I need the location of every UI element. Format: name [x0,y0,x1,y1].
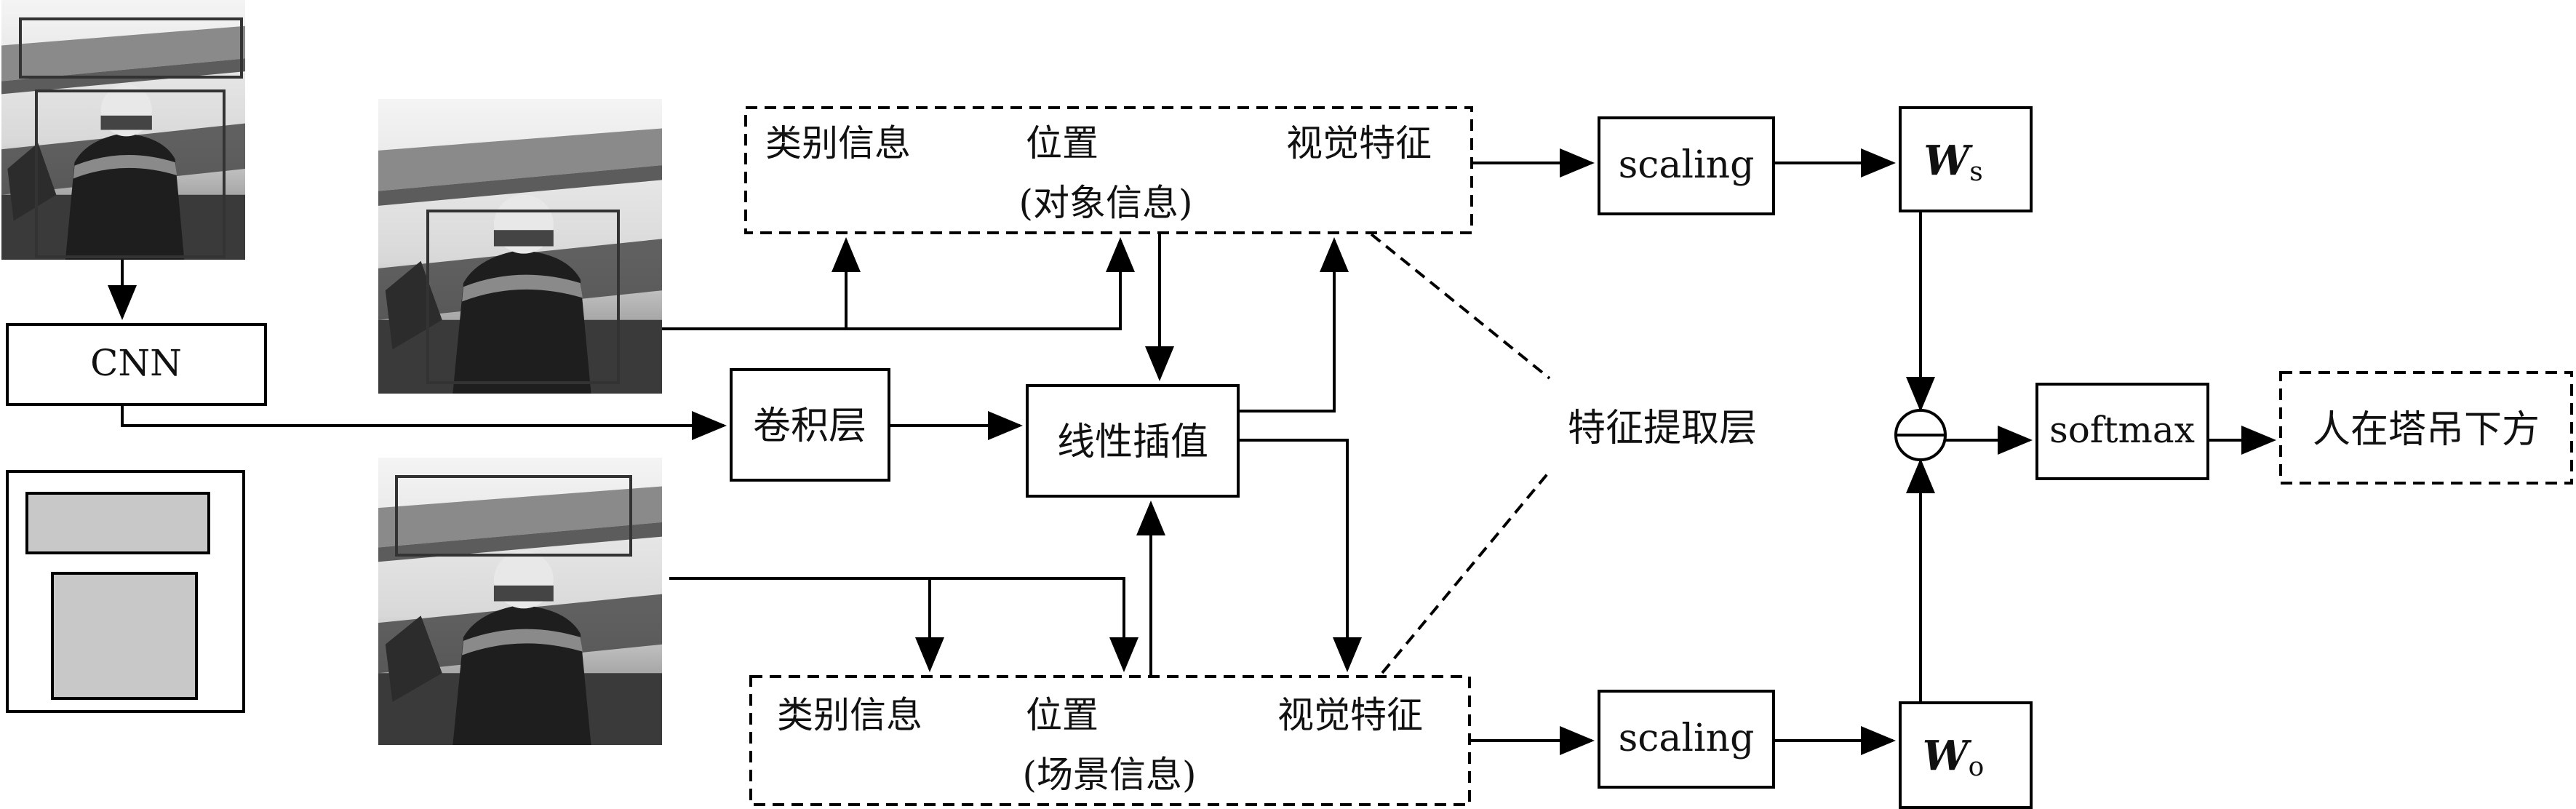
cnn-label: CNN [90,342,182,384]
softmax-block: softmax [2035,383,2209,480]
object-category-label: 类别信息 [765,122,911,164]
linear-interp-block: 线性插值 [1026,384,1240,498]
conv-layer-block: 卷积层 [730,368,890,482]
object-info-box: 类别信息 位置 视觉特征 (对象信息) [744,106,1473,234]
scaling-top-label: scaling [1619,143,1755,187]
wo-block: Wo [1899,701,2033,809]
wo-sub: o [1969,752,1985,782]
input-image [1,0,245,260]
ws-block: Ws [1899,106,2033,212]
object-detection-box [426,210,620,384]
ws-main: W [1923,137,1973,185]
scaling-bottom-label: scaling [1619,717,1755,760]
cnn-block: CNN [6,323,267,406]
subtract-operator-icon [1894,409,1947,461]
detection-box-crane [19,17,243,79]
scene-info-caption: (场景信息) [1022,754,1196,796]
wo-label: Wo [1923,732,1985,782]
wo-main: W [1923,732,1972,780]
scene-info-box: 类别信息 位置 视觉特征 (场景信息) [749,675,1471,806]
softmax-label: softmax [2049,409,2195,451]
feature-map-block [6,470,245,713]
object-position-label: 位置 [1026,122,1098,164]
scene-detection-box [395,475,632,557]
ws-sub: s [1969,157,1982,187]
result-label: 人在塔吊下方 [2313,408,2540,452]
feature-layer-label: 特征提取层 [1568,407,1757,450]
object-image [378,99,662,394]
result-box: 人在塔吊下方 [2279,371,2573,485]
scene-visual-label: 视觉特征 [1277,694,1423,736]
scene-category-label: 类别信息 [777,694,922,736]
linear-interp-label: 线性插值 [1057,421,1208,464]
scaling-bottom-block: scaling [1598,690,1775,789]
feature-map-region-person [51,572,198,700]
conv-layer-label: 卷积层 [753,404,866,448]
detection-box-person [35,89,226,258]
object-info-caption: (对象信息) [1018,182,1192,224]
feature-map-region-crane [25,492,210,554]
scene-position-label: 位置 [1026,694,1098,736]
scene-image [378,458,662,745]
ws-label: Ws [1923,137,1982,187]
scaling-top-block: scaling [1598,116,1775,215]
object-visual-label: 视觉特征 [1286,122,1432,164]
